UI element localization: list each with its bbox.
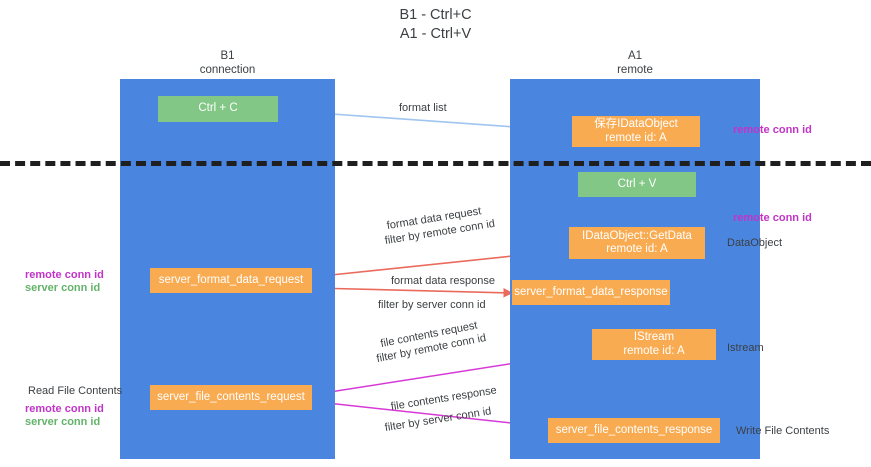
left-label-remote-conn-id-1: remote conn id (25, 269, 104, 281)
node-ctrl-v[interactable]: Ctrl + V (578, 172, 696, 197)
side-label-write-file-contents: Write File Contents (736, 425, 830, 437)
side-label-remote-conn-id-top: remote conn id (733, 124, 812, 136)
left-label-server-conn-id-1: server conn id (25, 282, 101, 294)
side-label-istream: Istream (727, 342, 764, 354)
left-label-read-file-contents: Read File Contents (28, 385, 123, 397)
node-ctrl-c[interactable]: Ctrl + C (158, 96, 278, 122)
node-server-format-data-response[interactable]: server_format_data_response (512, 280, 670, 305)
node-server-format-data-request[interactable]: server_format_data_request (150, 268, 312, 293)
page-title: B1 - Ctrl+C A1 - Ctrl+V (399, 7, 472, 42)
arrow-format-data-response (312, 287, 513, 298)
phase-divider (0, 161, 871, 166)
node-server-file-contents-response[interactable]: server_file_contents_response (548, 418, 720, 443)
edge-label-format-data-response-filter: filter by server conn id (378, 298, 486, 312)
lane-header-a1: A1 remote (617, 50, 653, 76)
edge-label-format-data-response: format data response (391, 275, 495, 287)
filter-key-server-conn-id: server conn id (416, 299, 486, 311)
node-idataobject-getdata[interactable]: IDataObject::GetData remote id: A (569, 227, 705, 259)
node-istream[interactable]: IStream remote id: A (592, 329, 716, 360)
side-label-dataobject: DataObject (727, 237, 783, 249)
arrow-file-contents-response (317, 401, 549, 431)
left-label-remote-conn-id-2: remote conn id (25, 403, 104, 415)
lane-header-b1: B1 connection (199, 50, 256, 76)
node-server-file-contents-request[interactable]: server_file_contents_request (150, 385, 312, 410)
node-save-idataobject[interactable]: 保存IDataObject remote id: A (572, 116, 700, 147)
edge-label-format-list: format list (399, 102, 447, 114)
side-label-remote-conn-id-mid: remote conn id (733, 212, 812, 224)
filter-prefix: filter by (378, 299, 417, 311)
left-label-server-conn-id-2: server conn id (25, 416, 101, 428)
